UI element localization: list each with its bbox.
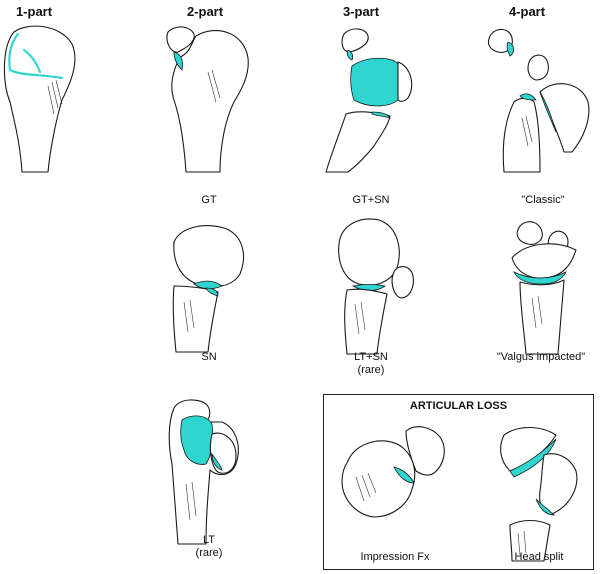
figure-2-part-lt bbox=[168, 399, 239, 545]
articular-loss-title: ARTICULAR LOSS bbox=[409, 400, 508, 412]
caption-lt-note: (rare) bbox=[195, 547, 223, 559]
caption-gt: GT bbox=[201, 194, 217, 206]
figure-2-part-sn bbox=[172, 225, 244, 353]
caption-valgus: "Valgus impacted" bbox=[496, 351, 586, 363]
figure-4-part-classic bbox=[487, 28, 590, 173]
header-4-part: 4-part bbox=[508, 4, 546, 19]
caption-head-split: Head split bbox=[514, 551, 564, 563]
caption-lt: LT bbox=[202, 534, 216, 546]
caption-lt-sn: LT+SN bbox=[354, 351, 388, 363]
figure-4-part-valgus bbox=[511, 221, 577, 355]
caption-gt-sn: GT+SN bbox=[352, 194, 390, 206]
header-3-part: 3-part bbox=[342, 4, 380, 19]
articular-loss-panel: ARTICULAR LOSS Impression Fx Head split bbox=[323, 394, 594, 570]
figure-2-part-gt bbox=[166, 26, 249, 173]
figure-3-part-gt-sn bbox=[325, 28, 413, 173]
figure-3-part-lt-sn bbox=[338, 218, 414, 355]
figure-head-split bbox=[500, 426, 578, 562]
caption-classic: "Classic" bbox=[521, 194, 565, 206]
figure-1-part bbox=[3, 25, 76, 173]
caption-impression-fx: Impression Fx bbox=[360, 551, 430, 563]
header-2-part: 2-part bbox=[186, 4, 224, 19]
caption-lt-sn-note: (rare) bbox=[357, 364, 385, 376]
header-1-part: 1-part bbox=[15, 4, 53, 19]
caption-sn: SN bbox=[201, 351, 217, 363]
figure-impression-fx bbox=[341, 426, 445, 518]
